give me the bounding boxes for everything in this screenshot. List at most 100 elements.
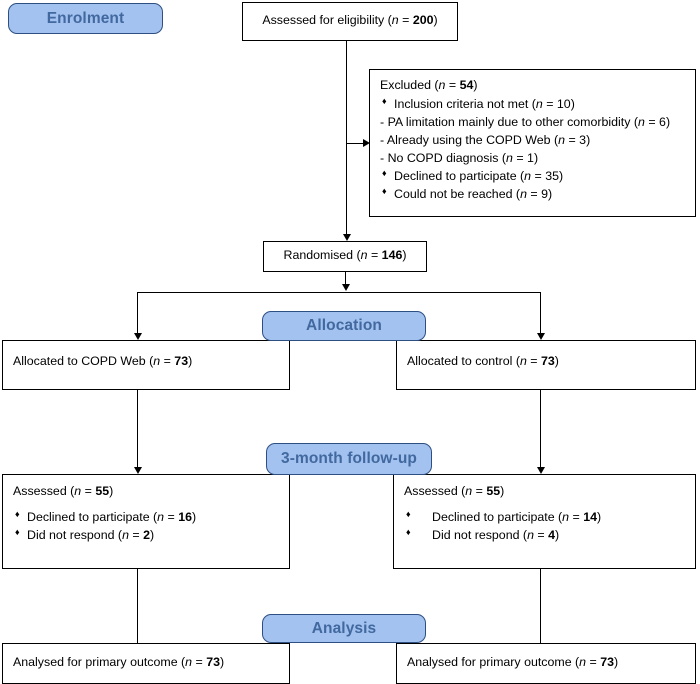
arrowhead-followup-left xyxy=(133,467,142,474)
followup-left-item: Did not respond (n = 2) xyxy=(13,526,279,545)
excluded-item-label: Declined to participate ( xyxy=(394,168,525,183)
followup-left-item: Declined to participate (n = 16) xyxy=(13,508,279,527)
excluded-heading-value: 54 xyxy=(459,78,474,92)
excluded-item-n: n xyxy=(558,132,566,147)
allocated-right-close: ) xyxy=(554,354,559,368)
excluded-item: - PA limitation mainly due to other como… xyxy=(380,114,685,132)
box-randomised: Randomised (n = 146) xyxy=(263,241,427,272)
box-excluded: Excluded (n = 54) Inclusion criteria not… xyxy=(369,69,696,217)
followup-right-item-n: n xyxy=(562,509,570,524)
allocated-left-close: ) xyxy=(188,354,193,368)
excluded-item-label: - Already using the COPD Web ( xyxy=(380,132,559,147)
stage-label-enrolment: Enrolment xyxy=(8,3,163,34)
excluded-item: - Already using the COPD Web (n = 3) xyxy=(380,132,685,150)
followup-right-assessed-close: ) xyxy=(500,484,505,498)
stage-label-analysis: Analysis xyxy=(262,614,426,643)
analysed-right-value: 73 xyxy=(600,655,614,669)
excluded-heading-label: Excluded ( xyxy=(380,78,439,92)
excluded-item-eq: = xyxy=(565,132,580,147)
randomised-n: n xyxy=(360,248,368,262)
excluded-item-value: 3 xyxy=(579,132,587,147)
analysed-right-n: n xyxy=(579,655,587,669)
box-followup-intervention: Assessed (n = 55) Declined to participat… xyxy=(2,474,290,569)
followup-right-item-label: Did not respond ( xyxy=(432,527,528,542)
followup-right-item-value: 14 xyxy=(583,509,597,524)
excluded-item-label: - No COPD diagnosis ( xyxy=(380,150,507,165)
connector-split-left xyxy=(137,292,138,333)
followup-left-item-value: 2 xyxy=(143,527,150,542)
allocated-right-n: n xyxy=(519,354,527,368)
allocated-left-label: Allocated to COPD Web ( xyxy=(13,354,154,368)
stage-label-followup: 3-month follow-up xyxy=(266,443,432,475)
excluded-item-value: 9 xyxy=(541,186,548,201)
followup-left-item-label: Did not respond ( xyxy=(27,527,123,542)
connector-randomised-down xyxy=(345,272,346,284)
excluded-item-n: n xyxy=(506,150,513,165)
excluded-item-close: ) xyxy=(586,132,591,147)
analysed-right-close: ) xyxy=(613,655,619,669)
allocated-left-n: n xyxy=(153,354,161,368)
stage-label-enrolment-text: Enrolment xyxy=(46,9,125,27)
analysed-left-close: ) xyxy=(219,655,225,669)
excluded-item-label: Could not be reached ( xyxy=(394,186,521,201)
connector-split-horizontal xyxy=(137,292,541,293)
randomised-text: Randomised (n = 146) xyxy=(284,248,407,262)
box-analysed-intervention: Analysed for primary outcome (n = 73) xyxy=(2,643,290,684)
followup-left-item-n: n xyxy=(157,509,165,524)
followup-left-assessed-value: 55 xyxy=(95,484,110,498)
excluded-item: Could not be reached (n = 9) xyxy=(380,185,685,204)
box-allocated-control: Allocated to control (n = 73) xyxy=(396,340,696,390)
excluded-item-n: n xyxy=(524,168,532,183)
followup-right-assessed-label: Assessed ( xyxy=(404,484,466,498)
excluded-item-close: ) xyxy=(533,150,539,165)
assessed-eligibility-close: ) xyxy=(433,13,438,27)
excluded-item-eq: = xyxy=(526,186,542,201)
followup-left-item-close: ) xyxy=(150,527,155,542)
box-allocated-copd-web: Allocated to COPD Web (n = 73) xyxy=(2,340,290,390)
excluded-item-value: 1 xyxy=(527,150,534,165)
analysed-right-text: Analysed for primary outcome (n = 73) xyxy=(407,655,618,669)
excluded-item-n: n xyxy=(535,96,543,111)
followup-right-item-label: Declined to participate ( xyxy=(432,509,563,524)
followup-left-item-eq: = xyxy=(128,527,144,542)
followup-left-item-close: ) xyxy=(192,509,197,524)
assessed-eligibility-value: 200 xyxy=(412,13,434,27)
arrowhead-to-randomised xyxy=(342,234,351,241)
randomised-value: 146 xyxy=(381,248,403,262)
excluded-item-value: 35 xyxy=(545,168,559,183)
analysed-left-n: n xyxy=(185,655,193,669)
excluded-item-eq: = xyxy=(512,150,528,165)
assessed-eligibility-n: n xyxy=(391,13,399,27)
arrowhead-randomised-split xyxy=(341,284,350,291)
randomised-label: Randomised ( xyxy=(283,248,361,262)
excluded-heading: Excluded (n = 54) xyxy=(380,77,685,95)
connector-alloc-right-to-followup xyxy=(540,390,541,467)
assessed-eligibility-label: Assessed for eligibility ( xyxy=(262,13,392,27)
followup-right-item-eq: = xyxy=(533,527,549,542)
excluded-item: - No COPD diagnosis (n = 1) xyxy=(380,150,685,168)
excluded-heading-eq: = xyxy=(445,78,460,92)
excluded-item-close: ) xyxy=(570,96,575,111)
followup-right-item-close: ) xyxy=(555,527,560,542)
excluded-item-eq: = xyxy=(531,168,546,183)
followup-left-item-eq: = xyxy=(164,509,179,524)
followup-left-assessed-eq: = xyxy=(81,484,96,498)
followup-right-item: Did not respond (n = 4) xyxy=(404,526,685,545)
allocated-right-text: Allocated to control (n = 73) xyxy=(407,354,559,368)
followup-left-assessed-label: Assessed ( xyxy=(13,484,75,498)
excluded-item: Inclusion criteria not met (n = 10) xyxy=(380,95,685,114)
stage-label-allocation: Allocation xyxy=(262,311,426,341)
arrowhead-to-excluded xyxy=(363,139,370,148)
analysed-left-value: 73 xyxy=(206,655,220,669)
analysed-left-eq: = xyxy=(192,655,207,669)
box-followup-control: Assessed (n = 55) Declined to participat… xyxy=(393,474,696,569)
connector-followup-right-to-analysis xyxy=(540,569,541,644)
arrowhead-allocation-right xyxy=(536,333,545,340)
allocated-left-eq: = xyxy=(160,354,175,368)
excluded-item-close: ) xyxy=(559,168,564,183)
allocated-right-value: 73 xyxy=(540,354,555,368)
allocated-left-value: 73 xyxy=(174,354,189,368)
followup-left-assessed: Assessed (n = 55) xyxy=(13,483,279,501)
box-assessed-for-eligibility: Assessed for eligibility (n = 200) xyxy=(242,2,458,41)
